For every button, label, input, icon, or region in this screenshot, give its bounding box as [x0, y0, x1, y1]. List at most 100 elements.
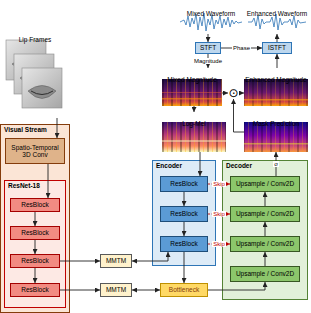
lips	[28, 86, 56, 99]
box-label: MMTM	[106, 257, 126, 264]
image-heading: Lip Frames	[19, 35, 52, 44]
box-label: ResBlock	[170, 180, 197, 187]
fusion-box: MMTM	[100, 283, 132, 297]
fusion-box: MMTM	[100, 254, 132, 268]
upsample-block: Upsample / Conv2D	[230, 266, 300, 282]
flow-arrow	[60, 261, 100, 262]
flow-arrow	[184, 192, 185, 206]
box-label: Upsample / Conv2D	[236, 240, 294, 247]
spectrogram-panel: Mask Prediction	[244, 112, 308, 152]
flow-arrow	[48, 164, 49, 198]
flow-arrow	[35, 212, 36, 226]
box-label: ResBlock	[21, 229, 48, 236]
encoder-panel: EncoderResBlockResBlockResBlock	[152, 160, 216, 266]
upsample-block: Upsample / Conv2D	[230, 236, 300, 252]
flow-arrow	[200, 152, 201, 176]
box-label: ISTFT	[268, 44, 286, 51]
flow-arrow	[60, 290, 100, 291]
conv-box: Spatio-Temporal 3D Conv	[5, 138, 65, 164]
flow-arrow	[208, 282, 265, 290]
spectrogram-panel: Mixed Magnitude	[162, 68, 222, 106]
flow-arrow	[132, 290, 160, 291]
panel-heading: ResNet-18	[5, 181, 65, 189]
box-label: ResBlock	[170, 210, 197, 217]
spectrogram-texture	[162, 79, 222, 106]
flow-arrow	[234, 99, 245, 132]
flow-arrow	[277, 54, 278, 68]
bottleneck-box: Bottleneck	[160, 283, 208, 297]
box-label: ResBlock	[21, 286, 48, 293]
resblock: ResBlock	[160, 236, 208, 252]
edge-label: Phase	[232, 45, 251, 51]
transform-box: ISTFT	[262, 42, 292, 54]
resblock: ResBlock	[160, 206, 208, 222]
flow-arrow	[265, 252, 266, 266]
spectrogram-image	[162, 79, 222, 106]
upsample-block: Upsample / Conv2D	[230, 176, 300, 192]
box-label: Spatio-Temporal 3D Conv	[8, 144, 62, 158]
panel-heading: Decoder	[223, 161, 307, 169]
lip-frames-panel: Lip Frames	[4, 28, 66, 118]
spectrogram-image	[244, 79, 308, 106]
image-heading: Log-Mel	[182, 119, 205, 128]
flow-arrow	[132, 252, 168, 261]
box-label: ResBlock	[21, 201, 48, 208]
enhanced-spectrogram	[244, 79, 308, 106]
resblock: ResBlock	[10, 283, 60, 297]
resblock: ResBlock	[10, 254, 60, 268]
spectrogram-band	[162, 92, 222, 93]
edge-label: Magnitude	[193, 58, 223, 64]
resblock: ResBlock	[10, 226, 60, 240]
image-heading: Mixed Magnitude	[167, 75, 217, 84]
spectrogram-texture	[244, 79, 308, 106]
flow-arrow	[208, 34, 209, 42]
transform-box: STFT	[195, 42, 221, 54]
resblock: ResBlock	[10, 198, 60, 212]
flow-arrow	[184, 252, 185, 283]
image-heading: Enhanced Magnitude	[245, 75, 306, 84]
spectrogram-panel: Enhanced Magnitude	[244, 68, 308, 106]
waveform-panel: Enhanced Waveform	[246, 2, 308, 34]
flow-arrow	[184, 222, 185, 236]
skip-label: Skip	[212, 241, 226, 247]
mixed-spectrogram	[162, 79, 222, 106]
lip-frame	[22, 68, 62, 108]
panel-heading: Visual Stream	[1, 125, 69, 133]
spectrogram-band	[162, 140, 226, 142]
upsample-block: Upsample / Conv2D	[230, 206, 300, 222]
frame-background	[22, 68, 62, 108]
flow-arrow	[35, 268, 36, 283]
flow-arrow	[277, 34, 278, 42]
panel-heading: Encoder	[153, 161, 215, 169]
operator-symbol: ⊙	[228, 87, 238, 99]
image-heading: Mixed Waveform	[187, 9, 236, 18]
waveform-panel: Mixed Waveform	[178, 2, 244, 34]
image-heading: Mask Prediction	[253, 119, 299, 128]
mouth	[31, 91, 53, 95]
spectrogram-band	[244, 143, 308, 145]
box-label: STFT	[200, 44, 216, 51]
box-label: MMTM	[106, 286, 126, 293]
flow-arrow	[239, 93, 244, 94]
flow-arrow	[57, 118, 58, 138]
flow-arrow	[222, 93, 228, 94]
multiply-symbol: ⊙	[228, 87, 239, 99]
flow-arrow	[265, 222, 266, 236]
spectrogram-panel: Log-Mel	[162, 112, 226, 152]
spectrogram-band	[244, 99, 308, 101]
box-label: Upsample / Conv2D	[236, 270, 294, 277]
box-label: ResBlock	[21, 257, 48, 264]
box-label: ResBlock	[170, 240, 197, 247]
box-label: Bottleneck	[169, 286, 199, 293]
box-label: Upsample / Conv2D	[236, 180, 294, 187]
skip-label: Skip	[212, 181, 226, 187]
image-heading: Enhanced Waveform	[247, 9, 307, 18]
spectrogram-band	[162, 98, 222, 100]
skip-label: Skip	[212, 211, 226, 217]
flow-arrow	[265, 192, 266, 206]
flow-arrow	[35, 240, 36, 254]
resblock: ResBlock	[160, 176, 208, 192]
box-label: Upsample / Conv2D	[236, 210, 294, 217]
